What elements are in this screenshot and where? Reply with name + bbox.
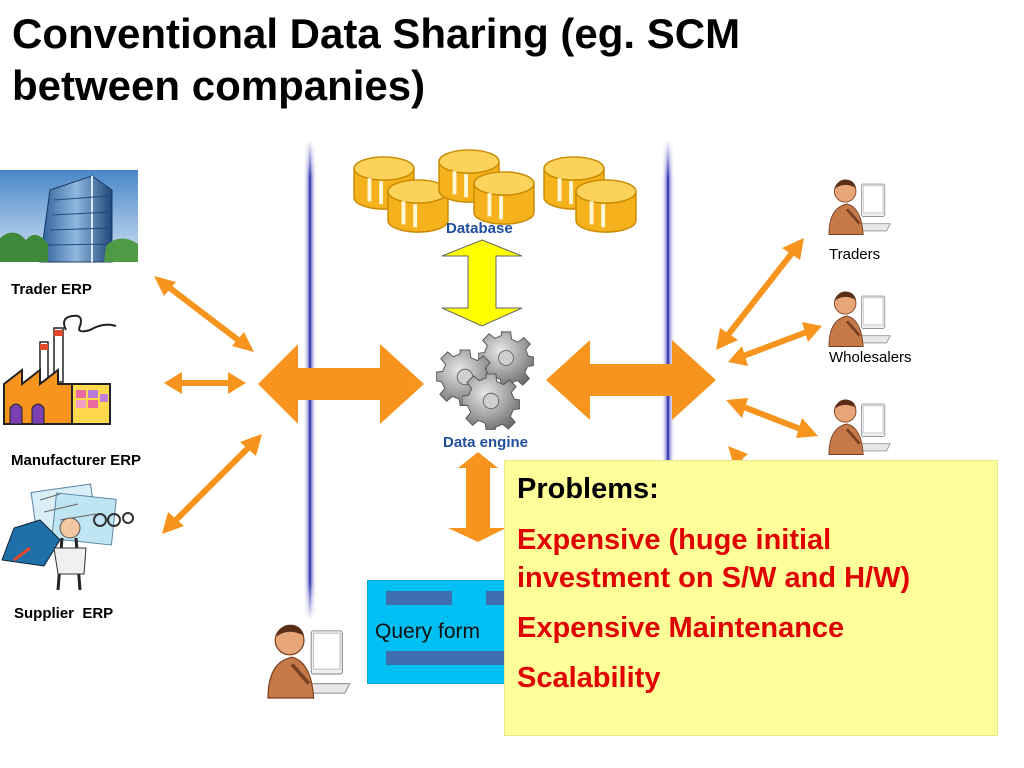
problems-heading: Problems: bbox=[517, 473, 659, 505]
query-form-panel[interactable] bbox=[367, 580, 526, 684]
office-building-icon bbox=[0, 170, 138, 263]
right-user-arrows bbox=[716, 238, 822, 478]
query-form-field-bar bbox=[386, 651, 526, 665]
data-engine-label: Data engine bbox=[443, 434, 529, 451]
query-form-field-bar bbox=[386, 591, 452, 605]
query-form-label: Query form bbox=[375, 620, 481, 643]
right-wall-arrow bbox=[546, 340, 716, 420]
left-wall-arrow bbox=[258, 344, 424, 424]
problem-item-scalability: Scalability bbox=[517, 662, 661, 694]
data-engine-gears-icon bbox=[436, 331, 534, 430]
engine-query-arrow bbox=[448, 452, 506, 542]
trader-erp-label: Trader ERP bbox=[11, 281, 92, 298]
problem-item-cost: Expensive (huge initial investment on S/… bbox=[517, 524, 911, 594]
supplier-engineer-icon bbox=[1, 483, 134, 591]
supplier-erp-label: Supplier ERP bbox=[14, 605, 114, 622]
query-user-person-icon bbox=[266, 622, 352, 700]
retailer-person-icon bbox=[827, 398, 892, 456]
wholesalers-person-icon bbox=[827, 290, 892, 348]
factory-icon bbox=[3, 314, 117, 425]
slide-title: Conventional Data Sharing (eg. SCM betwe… bbox=[12, 10, 741, 109]
left-erp-arrows bbox=[154, 276, 262, 534]
traders-person-icon bbox=[827, 178, 892, 236]
database-engine-arrow bbox=[441, 239, 523, 327]
database-label: Database bbox=[446, 220, 513, 237]
problem-item-maintenance: Expensive Maintenance bbox=[517, 612, 845, 644]
wholesalers-label: Wholesalers bbox=[829, 349, 912, 366]
traders-label: Traders bbox=[829, 246, 881, 263]
manufacturer-erp-label: Manufacturer ERP bbox=[11, 452, 142, 469]
problems-callout: Problems: Expensive (huge initial invest… bbox=[504, 460, 998, 736]
